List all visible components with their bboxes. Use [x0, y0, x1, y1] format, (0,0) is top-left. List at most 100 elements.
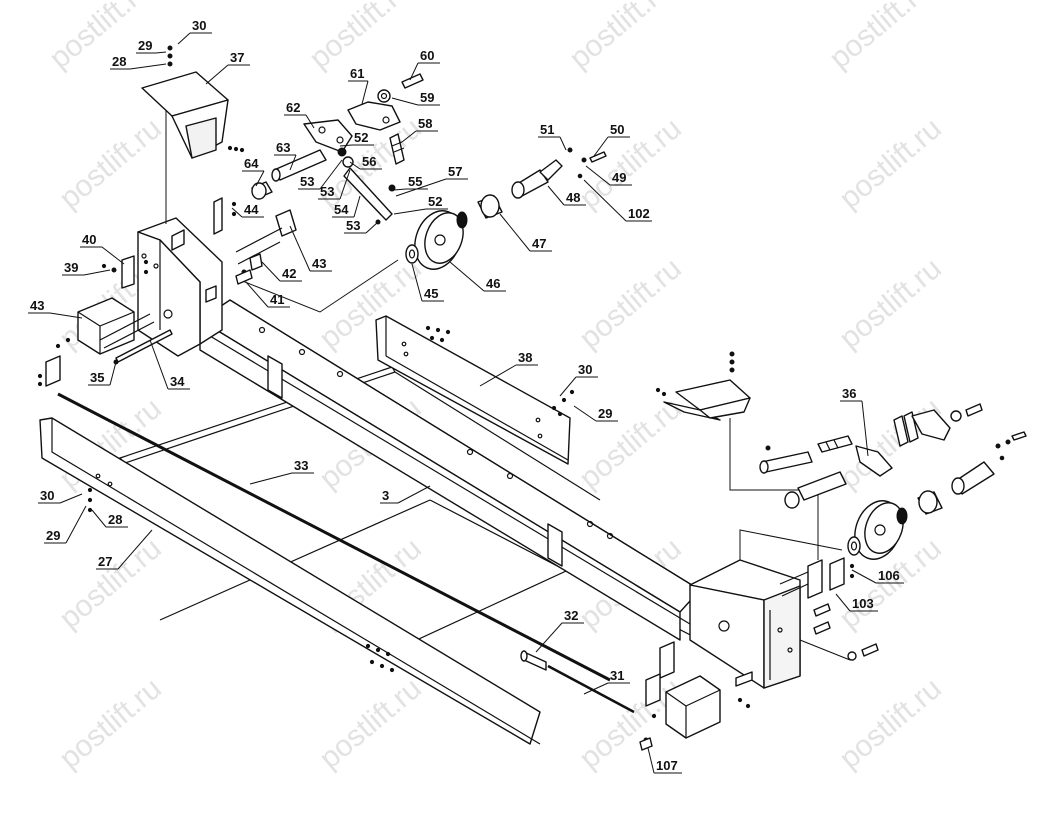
callout-number: 47 — [532, 236, 546, 251]
callout-number: 32 — [564, 608, 578, 623]
callout-leader — [65, 505, 87, 544]
callout-number: 51 — [540, 122, 554, 137]
callout-leader — [353, 195, 361, 218]
callout-57: 57 — [395, 164, 468, 197]
watermark-text: postlift.ru — [833, 672, 947, 776]
callout-number: 49 — [612, 170, 626, 185]
callout-30: 30 — [559, 362, 598, 397]
callout-number: 29 — [598, 406, 612, 421]
callout-44: 44 — [231, 202, 264, 218]
callout-number: 44 — [244, 202, 259, 217]
callout-leader — [339, 169, 351, 200]
callout-number: 35 — [90, 370, 104, 385]
callout-leader — [449, 261, 485, 292]
callout-63: 63 — [274, 140, 297, 171]
main-beam — [199, 299, 701, 641]
callout-number: 3 — [382, 488, 389, 503]
callout-59: 59 — [391, 90, 440, 106]
callout-number: 43 — [312, 256, 326, 271]
callout-leader — [547, 185, 565, 206]
right-lower-brackets — [639, 641, 753, 751]
callout-leader — [559, 136, 567, 151]
callout-39: 39 — [62, 260, 111, 276]
callout-leader — [289, 154, 297, 171]
callout-leader — [647, 747, 655, 774]
callout-49: 49 — [585, 165, 632, 186]
callout-number: 52 — [354, 130, 368, 145]
side-panel-38 — [375, 315, 575, 465]
callout-number: 28 — [108, 512, 122, 527]
callout-32: 32 — [535, 608, 584, 653]
callout-leader — [339, 144, 353, 147]
callout-number: 60 — [420, 48, 434, 63]
callout-103: 103 — [835, 593, 878, 612]
callout-53: 53 — [298, 159, 343, 190]
callout-107: 107 — [647, 747, 682, 774]
callout-leader — [109, 361, 117, 386]
callout-56: 56 — [349, 154, 382, 170]
callout-29: 29 — [573, 405, 618, 422]
callout-43: 43 — [28, 298, 83, 319]
callout-leader — [177, 32, 191, 45]
callout-leader — [155, 51, 167, 54]
callout-leader — [289, 225, 311, 272]
callout-number: 54 — [334, 202, 349, 217]
callout-number: 59 — [420, 90, 434, 105]
callout-number: 53 — [320, 184, 334, 199]
watermark-text: postlift.ru — [573, 252, 687, 356]
callout-leader — [205, 64, 229, 85]
callout-leader — [249, 472, 293, 485]
callout-number: 55 — [408, 174, 422, 189]
callout-37: 37 — [205, 50, 250, 85]
callout-29: 29 — [136, 38, 167, 54]
callout-leader — [231, 207, 243, 218]
callout-leader — [593, 136, 609, 157]
callout-leader — [83, 269, 111, 276]
callout-leader — [393, 208, 427, 215]
callout-number: 31 — [610, 668, 624, 683]
callout-52: 52 — [339, 130, 374, 147]
callout-leader — [117, 529, 153, 570]
callout-leader — [585, 165, 611, 186]
callout-55: 55 — [393, 174, 428, 191]
callout-leader — [393, 188, 407, 191]
callout-number: 52 — [428, 194, 442, 209]
callout-number: 37 — [230, 50, 244, 65]
callout-leader — [395, 178, 447, 197]
callout-number: 63 — [276, 140, 290, 155]
callout-54: 54 — [332, 195, 361, 218]
callout-number: 103 — [852, 596, 874, 611]
right-mechanism — [739, 403, 1027, 661]
callout-leader — [149, 339, 169, 390]
callout-30: 30 — [177, 18, 212, 45]
callout-34: 34 — [149, 339, 190, 390]
callout-number: 27 — [98, 554, 112, 569]
callout-45: 45 — [411, 263, 444, 302]
callout-31: 31 — [583, 668, 630, 695]
watermark-text: postlift.ru — [833, 252, 947, 356]
watermark-text: postlift.ru — [53, 532, 167, 636]
callout-number: 41 — [270, 292, 284, 307]
pin-and-rod — [520, 650, 635, 714]
callout-number: 29 — [138, 38, 152, 53]
callout-27: 27 — [96, 529, 153, 570]
upper-left-mechanism — [239, 73, 607, 313]
callout-48: 48 — [547, 185, 586, 206]
callout-62: 62 — [284, 100, 315, 129]
callout-number: 33 — [294, 458, 308, 473]
callout-number: 42 — [282, 266, 296, 281]
callout-leader — [411, 263, 423, 302]
callout-number: 58 — [418, 116, 432, 131]
callout-36: 36 — [840, 386, 869, 457]
callout-number: 53 — [300, 174, 314, 189]
callout-53: 53 — [318, 169, 351, 200]
callout-35: 35 — [88, 361, 117, 386]
callout-106: 106 — [851, 568, 904, 584]
callout-leader — [583, 682, 609, 695]
left-brackets — [37, 197, 297, 387]
callout-number: 64 — [244, 156, 259, 171]
callout-61: 61 — [348, 66, 369, 105]
callout-number: 40 — [82, 232, 96, 247]
